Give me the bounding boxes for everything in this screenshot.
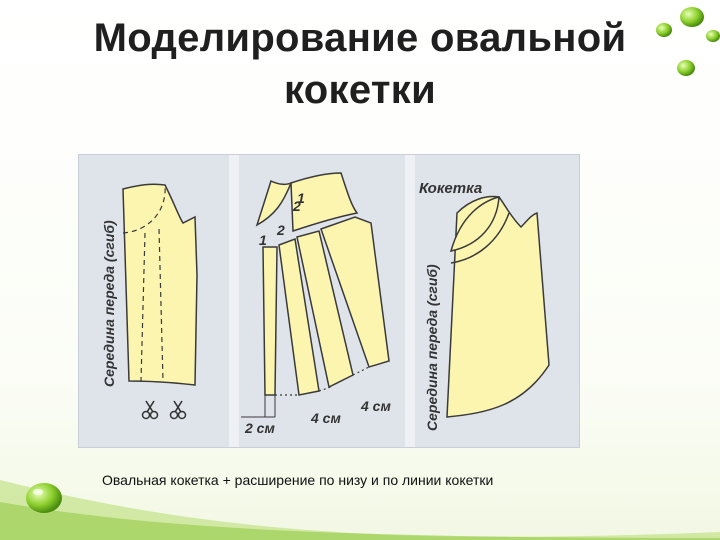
scissors-icon: [141, 400, 159, 420]
dimension-label: 4 см: [360, 398, 391, 414]
scissors-icon: [169, 400, 187, 420]
panel-2-spread-pattern: 1 2 2 1 2 см 4 см 4 см: [241, 172, 391, 436]
cut-label: 1: [259, 232, 267, 248]
cut-label: 2: [292, 198, 301, 214]
panel-divider: [229, 155, 239, 447]
swoosh-decoration: [0, 480, 720, 540]
panel-1-vertical-label: Середина переда (сгиб): [101, 220, 117, 387]
dimension-label: 2 см: [244, 420, 275, 436]
figure-caption: Овальная кокетка + расширение по низу и …: [102, 472, 494, 488]
panel-1-front-pattern: Середина переда (сгиб): [101, 183, 198, 420]
panel-3-yoke-pattern: Кокетка Середина переда (сгиб): [419, 180, 550, 431]
green-droplet-icon: [26, 483, 62, 513]
cut-label: 1: [297, 190, 305, 206]
title-line-1: Моделирование овальной: [93, 16, 627, 60]
dimension-label: 4 см: [310, 410, 341, 426]
panel-divider: [405, 155, 415, 447]
cut-label: 2: [276, 222, 285, 238]
panel-3-heading: Кокетка: [419, 180, 482, 197]
green-droplet-icon: [656, 7, 720, 76]
pattern-drawing: Середина переда (сгиб): [79, 155, 579, 447]
panel-3-vertical-label: Середина переда (сгиб): [424, 264, 440, 431]
title-line-2: кокетки: [284, 68, 436, 112]
slide-title: Моделирование овальной кокетки: [40, 12, 680, 116]
pattern-figure: Середина переда (сгиб): [78, 154, 580, 448]
